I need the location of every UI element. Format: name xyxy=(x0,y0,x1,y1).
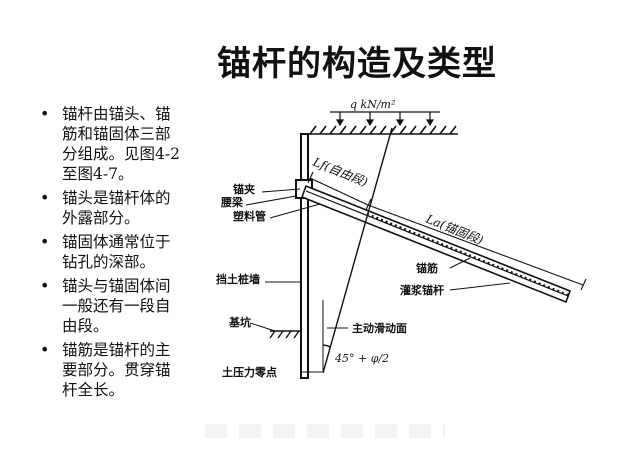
bullet-line: 锚筋是锚杆的主 xyxy=(62,341,171,359)
bullet-line: 筋和锚固体三部 xyxy=(62,125,171,143)
angle-label: 45° + φ/2 xyxy=(334,352,389,365)
ground-surface xyxy=(303,125,458,135)
bullet-line: 外露部分。 xyxy=(62,209,140,227)
free-length-label: Lf(自由段) xyxy=(310,154,370,189)
grouted-anchor-label: 灌浆锚杆 xyxy=(400,283,444,297)
bullet-list: • 锚杆由锚头、锚 筋和锚固体三部 分组成。见图4-2 至图4-7。 • 锚头是… xyxy=(40,104,200,404)
retaining-pile-label: 挡土桩墙 xyxy=(216,272,260,286)
plastic-pipe-label: 塑料管 xyxy=(233,209,266,223)
load-label: q kN/m² xyxy=(350,98,395,111)
bullet-line: 锚头与锚固体间 xyxy=(62,277,171,295)
bullet-item: • 锚筋是锚杆的主 要部分。贯穿锚 杆全长。 xyxy=(40,340,200,400)
bullet-item: • 锚头是锚杆体的 外露部分。 xyxy=(40,188,200,228)
bullet-line: 钻孔的深部。 xyxy=(62,253,156,271)
pit-bottom xyxy=(269,330,301,339)
free-length-dimension xyxy=(307,171,372,211)
bullet-item: • 锚固体通常位于 钻孔的深部。 xyxy=(40,232,200,272)
sliding-surface-line xyxy=(322,127,393,374)
anchor-length-dimension xyxy=(367,204,587,291)
zero-point-label: 土压力零点 xyxy=(222,365,277,379)
bullet-marker: • xyxy=(40,340,50,359)
bullet-line: 锚固体通常位于 xyxy=(62,233,171,251)
bullet-marker: • xyxy=(40,232,50,251)
sliding-surface-label: 主动滑动面 xyxy=(352,321,407,335)
angle-arc xyxy=(322,344,332,348)
anchor-rod xyxy=(300,184,572,304)
bullet-line: 杆全长。 xyxy=(62,381,125,399)
bullet-marker: • xyxy=(40,104,50,123)
bullet-line: 一般还有一段自 xyxy=(62,297,171,315)
rebar-label: 锚筋 xyxy=(416,261,438,275)
bullet-line: 由段。 xyxy=(62,317,109,335)
bullet-item: • 锚头与锚固体间 一般还有一段自 由段。 xyxy=(40,276,200,336)
bullet-line: 至图4-7。 xyxy=(62,165,134,183)
bullet-marker: • xyxy=(40,276,50,295)
bullet-line: 锚头是锚杆体的 xyxy=(62,189,171,207)
waling-label: 腰梁 xyxy=(220,195,244,209)
bullet-marker: • xyxy=(40,188,50,207)
load-arrows xyxy=(330,111,440,127)
faint-watermark xyxy=(205,424,445,438)
anchor-clamp-label: 锚夹 xyxy=(233,182,255,196)
page-title: 锚杆的构造及类型 xyxy=(217,44,497,84)
bullet-line: 锚杆由锚头、锚 xyxy=(62,105,171,123)
pit-bottom-label: 基坑 xyxy=(228,315,251,329)
bullet-line: 要部分。贯穿锚 xyxy=(62,361,171,379)
retaining-wall xyxy=(300,133,309,379)
bullet-item: • 锚杆由锚头、锚 筋和锚固体三部 分组成。见图4-2 至图4-7。 xyxy=(40,104,200,184)
leader-lines xyxy=(245,188,511,373)
bullet-line: 分组成。见图4-2 xyxy=(62,145,180,163)
